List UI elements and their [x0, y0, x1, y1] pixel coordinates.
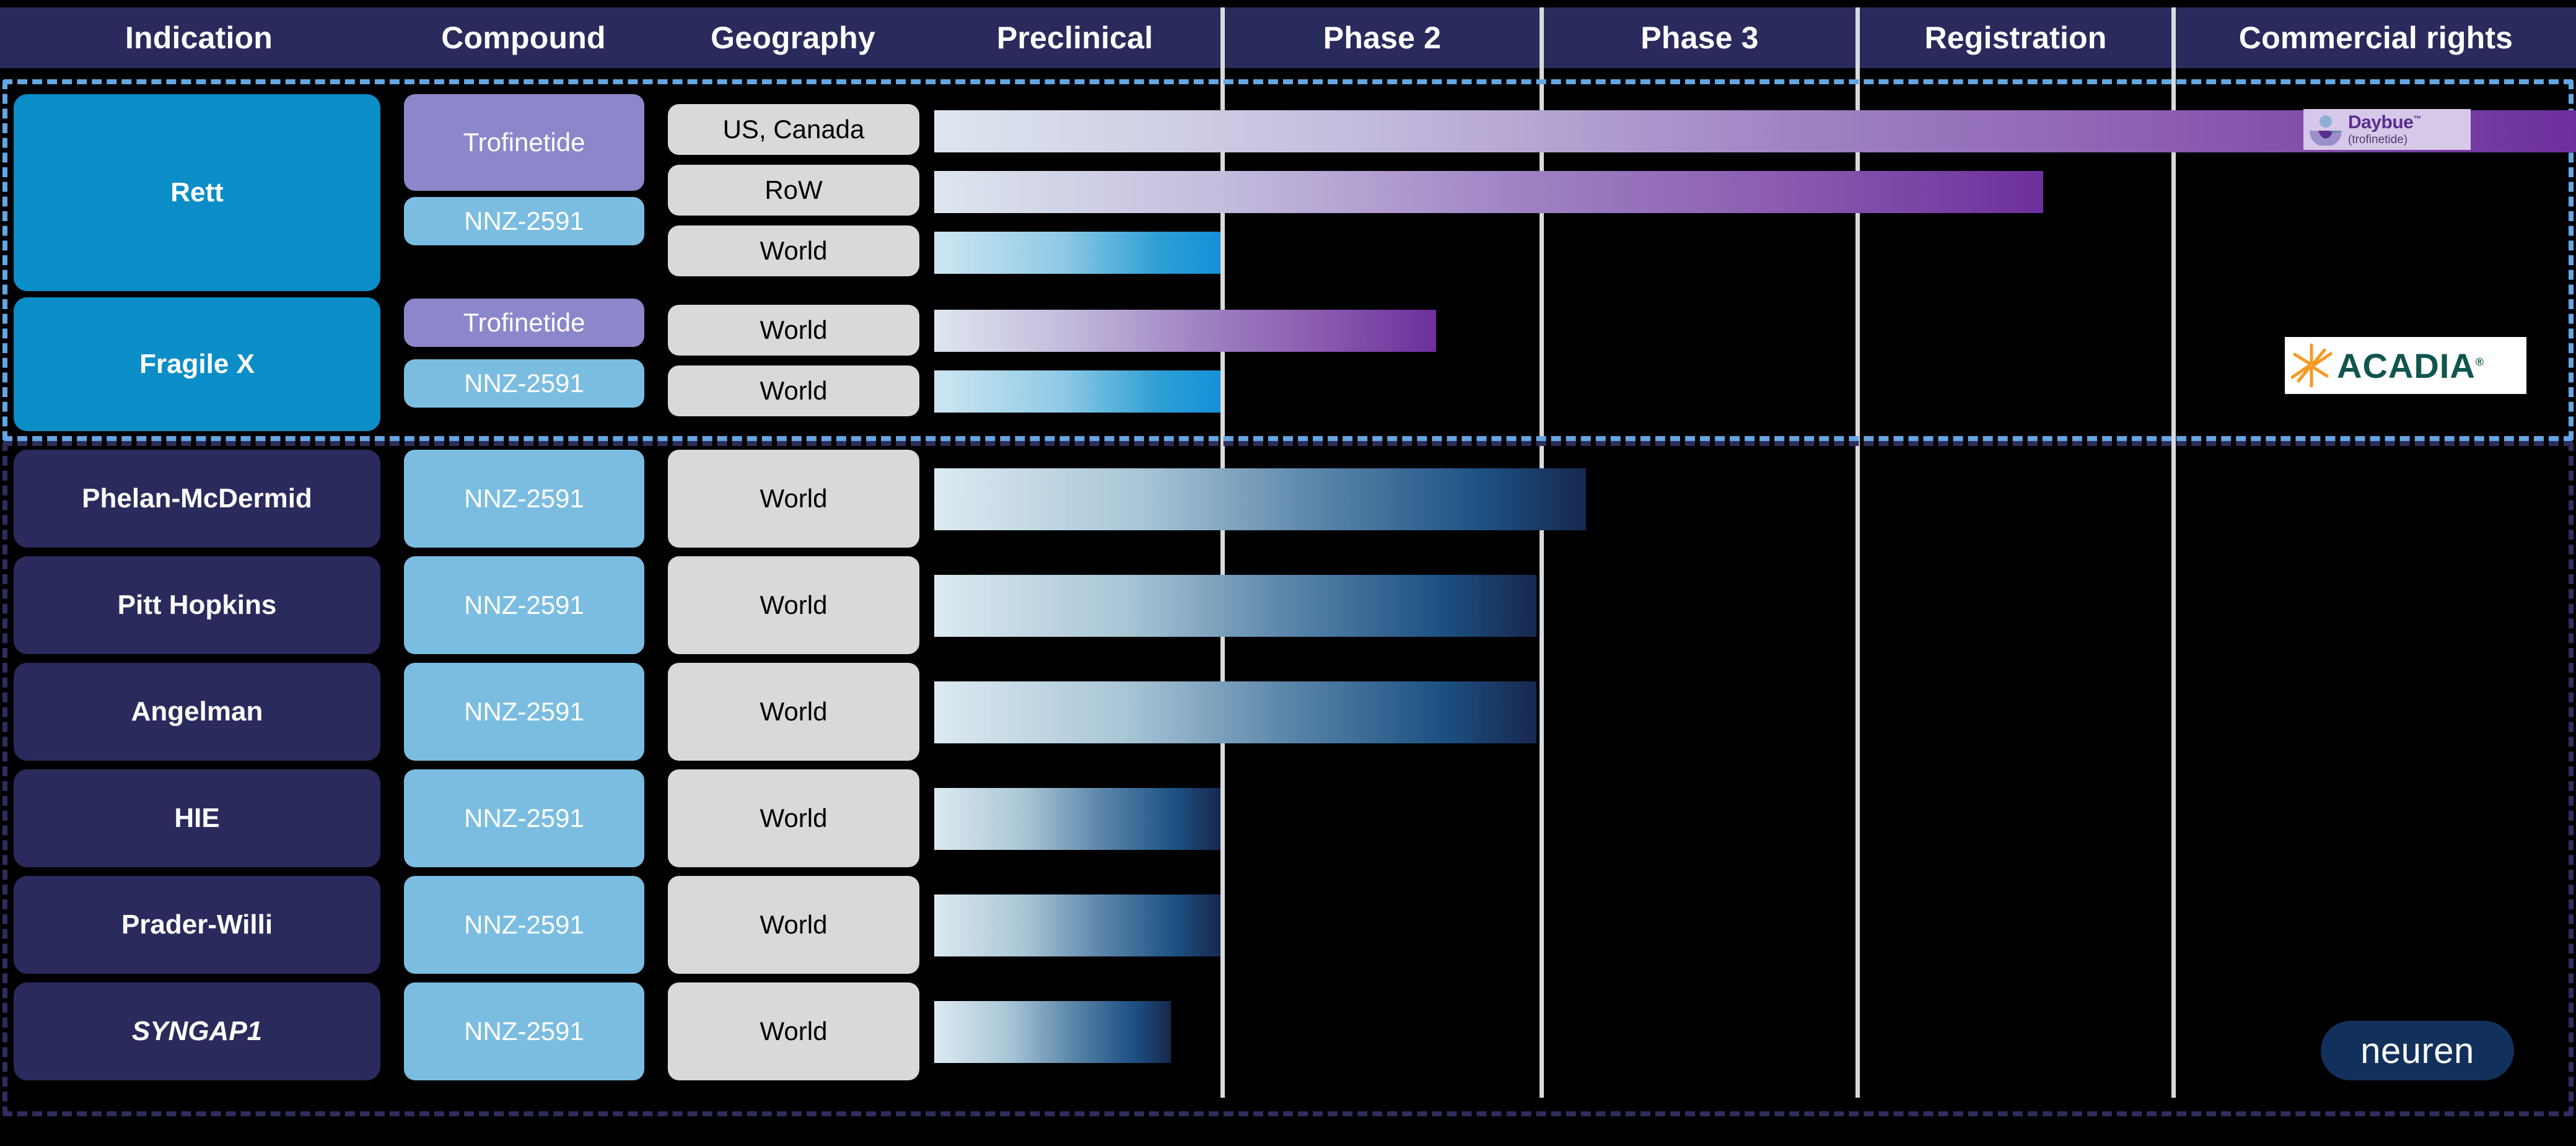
progress-bar-hie-nnz-2591: [934, 788, 1220, 850]
column-header-phase-2: Phase 2: [1323, 20, 1442, 55]
geography-world[interactable]: World: [668, 876, 919, 974]
acadia-registered-mark: ®: [2475, 355, 2485, 368]
acadia-wordmark: ACADIA: [2337, 346, 2476, 385]
phase-divider-1: [1220, 7, 1225, 1098]
geography-world[interactable]: World: [668, 982, 919, 1080]
geography-us-canada[interactable]: US, Canada: [668, 104, 919, 155]
column-header-compound: Compound: [441, 20, 606, 55]
phase-divider-3: [1855, 7, 1860, 1098]
indication-fragile-x[interactable]: Fragile X: [14, 297, 380, 431]
progress-bar-phelan-mcdermid-nnz-2591: [934, 468, 1586, 530]
geography-row[interactable]: RoW: [668, 165, 919, 216]
compound-nnz-2591[interactable]: NNZ-2591: [404, 769, 644, 867]
phase-divider-2: [1540, 7, 1544, 1098]
daybue-logo: Daybue™ (trofinetide): [2303, 109, 2471, 150]
daybue-name: Daybue: [2348, 112, 2414, 133]
progress-bar-rett-trofinetide: [934, 171, 2043, 213]
daybue-generic-name: (trofinetide): [2348, 133, 2408, 146]
geography-world[interactable]: World: [668, 663, 919, 761]
progress-bar-fragile-x-nnz-2591: [934, 370, 1220, 413]
daybue-trademark: ™: [2413, 114, 2421, 123]
acadia-logo: ACADIA®: [2285, 337, 2526, 394]
compound-trofinetide[interactable]: Trofinetide: [404, 94, 644, 191]
acadia-starburst-icon: [2289, 343, 2334, 388]
header-band: [0, 7, 2576, 68]
neuren-logo: neuren: [2321, 1021, 2514, 1080]
geography-world[interactable]: World: [668, 365, 919, 416]
column-header-preclinical: Preclinical: [996, 20, 1154, 55]
column-header-geography: Geography: [711, 20, 875, 55]
indication-syngap1[interactable]: SYNGAP1: [14, 982, 380, 1080]
indication-rett[interactable]: Rett: [14, 94, 380, 291]
daybue-mark-icon: [2308, 113, 2343, 147]
compound-nnz-2591[interactable]: NNZ-2591: [404, 876, 644, 974]
column-header-commercial-rights: Commercial rights: [2238, 20, 2513, 55]
indication-angelman[interactable]: Angelman: [14, 663, 380, 761]
compound-nnz-2591[interactable]: NNZ-2591: [404, 663, 644, 761]
neuren-wordmark: neuren: [2360, 1030, 2474, 1071]
column-header-registration: Registration: [1924, 20, 2107, 55]
compound-nnz-2591[interactable]: NNZ-2591: [404, 197, 644, 245]
geography-world[interactable]: World: [668, 450, 919, 548]
progress-bar-prader-willi-nnz-2591: [934, 894, 1220, 956]
geography-world[interactable]: World: [668, 769, 919, 867]
compound-nnz-2591[interactable]: NNZ-2591: [404, 450, 644, 548]
geography-world[interactable]: World: [668, 225, 919, 276]
geography-world[interactable]: World: [668, 556, 919, 654]
progress-bar-fragile-x-trofinetide: [934, 310, 1436, 352]
indication-phelan-mcdermid[interactable]: Phelan-McDermid: [14, 450, 380, 548]
column-header-phase-3: Phase 3: [1641, 20, 1759, 55]
column-header-indication: Indication: [125, 20, 273, 55]
compound-trofinetide[interactable]: Trofinetide: [404, 299, 644, 347]
progress-bar-syngap1-nnz-2591: [934, 1001, 1171, 1063]
progress-bar-pitt-hopkins-nnz-2591: [934, 575, 1536, 637]
wholly-owned-group: [2, 441, 2574, 1116]
indication-prader-willi[interactable]: Prader-Willi: [14, 876, 380, 974]
progress-bar-angelman-nnz-2591: [934, 681, 1536, 743]
compound-nnz-2591[interactable]: NNZ-2591: [404, 556, 644, 654]
indication-hie[interactable]: HIE: [14, 769, 380, 867]
indication-pitt-hopkins[interactable]: Pitt Hopkins: [14, 556, 380, 654]
compound-nnz-2591[interactable]: NNZ-2591: [404, 982, 644, 1080]
progress-bar-rett-trofinetide: [934, 110, 2576, 152]
geography-world[interactable]: World: [668, 305, 919, 356]
phase-divider-4: [2171, 7, 2176, 1098]
progress-bar-rett-nnz-2591: [934, 232, 1220, 274]
compound-nnz-2591[interactable]: NNZ-2591: [404, 359, 644, 408]
